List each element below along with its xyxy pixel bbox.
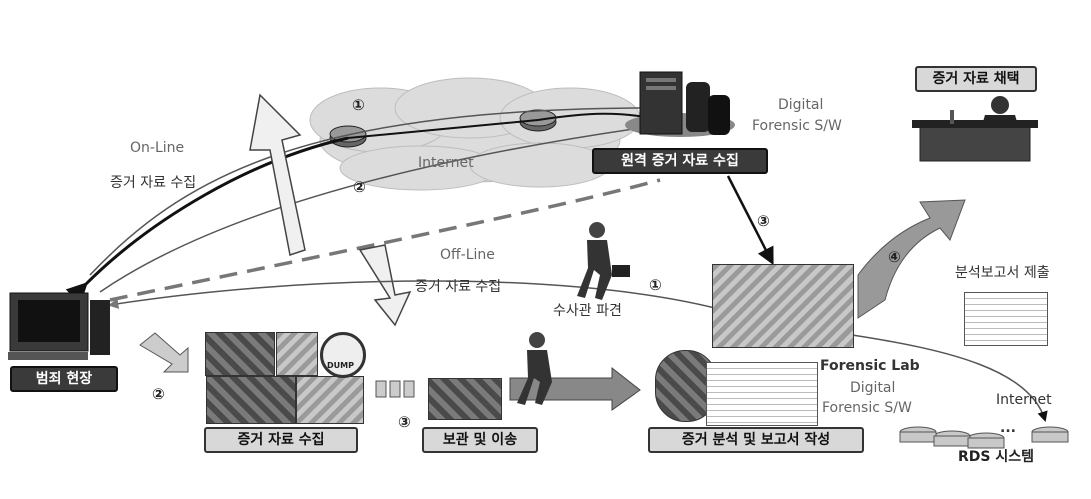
- digital-sw-top-1: Digital: [778, 97, 824, 113]
- online-label: On-Line: [130, 140, 185, 156]
- server-icon: [625, 71, 735, 137]
- courier-icon: [517, 332, 552, 405]
- digital-sw-lab-1: Digital: [850, 380, 896, 396]
- offline-label: Off-Line: [440, 247, 495, 263]
- evidence-photo: [296, 376, 364, 424]
- investigator-label: 수사관 파견: [553, 303, 622, 319]
- step-3-remote: ③: [757, 212, 770, 230]
- step-4-adopt: ④: [888, 248, 901, 266]
- dump-label: DUMP: [327, 361, 354, 370]
- box-storage-transfer: 보관 및 이송: [422, 427, 538, 453]
- forensic-lab-photo: [712, 264, 854, 348]
- step-2-scene: ②: [152, 385, 165, 403]
- investigator-icon: [577, 222, 630, 300]
- software-screenshot: [706, 362, 818, 426]
- box-remote-collect: 원격 증거 자료 수집: [592, 148, 768, 174]
- dispatch-line: [107, 280, 716, 309]
- report-document: [964, 292, 1048, 346]
- box-rds-system: RDS 시스템: [958, 449, 1034, 465]
- internet-rds-label: Internet: [996, 392, 1052, 408]
- report-submit-label: 분석보고서 제출: [955, 265, 1050, 281]
- computer-icon: [8, 292, 110, 360]
- evidence-photo: [206, 376, 296, 424]
- box-crime-scene: 범죄 현장: [10, 366, 118, 392]
- online-arrow: [249, 93, 306, 256]
- internet-label: Internet: [418, 155, 474, 171]
- digital-sw-top-2: Forensic S/W: [752, 118, 842, 134]
- digital-sw-lab-2: Forensic S/W: [822, 400, 912, 416]
- step-1-offline: ①: [649, 276, 662, 294]
- magnifier-icon: DUMP: [320, 332, 366, 378]
- rds-dots: ...: [1000, 420, 1016, 436]
- offline-dashed-link: [109, 178, 661, 302]
- evidence-photo: [205, 332, 275, 376]
- step-3-storage: ③: [398, 413, 411, 431]
- rds-link: [851, 334, 1048, 423]
- box-evidence-adopt: 증거 자료 채택: [915, 66, 1037, 92]
- box-evidence-collect: 증거 자료 수집: [204, 427, 358, 453]
- offline-arrow: [358, 244, 412, 327]
- step-2-online: ②: [353, 178, 366, 196]
- forensic-lab-label: Forensic Lab: [820, 358, 920, 374]
- online-collect-label: 증거 자료 수집: [110, 175, 197, 191]
- evidence-case-image: [428, 378, 502, 420]
- evidence-photo: [276, 332, 318, 376]
- remote-to-lab-arrow: [726, 175, 774, 266]
- judge-icon: [912, 96, 1038, 162]
- evidence-packets: [375, 380, 415, 398]
- report-arrow: [857, 199, 966, 319]
- offline-collect-label: 증거 자료 수집: [415, 279, 502, 295]
- step-1-online: ①: [352, 96, 365, 114]
- box-analysis-report: 증거 분석 및 보고서 작성: [648, 427, 864, 453]
- rds-databases: [899, 426, 1069, 449]
- scene-to-collect-arrow: [139, 332, 189, 373]
